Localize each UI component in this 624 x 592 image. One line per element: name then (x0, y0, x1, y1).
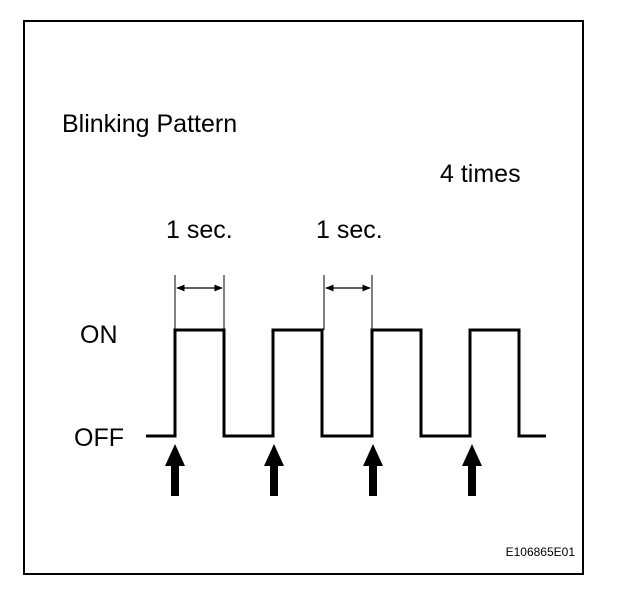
interval-marker-2 (323, 275, 373, 330)
figure-frame (23, 20, 584, 575)
pulse-start-arrow-1 (165, 444, 185, 496)
diagram-title: Blinking Pattern (62, 110, 237, 138)
on-label: ON (80, 321, 118, 349)
count-label: 4 times (440, 160, 521, 188)
figure-code: E106865E01 (506, 545, 576, 559)
pulse-start-arrow-3 (363, 444, 383, 496)
pulse-start-arrow-4 (462, 444, 482, 496)
interval-marker-1 (174, 275, 225, 330)
off-label: OFF (74, 424, 124, 452)
interval-label-1: 1 sec. (166, 216, 233, 244)
interval-label-2: 1 sec. (316, 216, 383, 244)
pulse-start-arrow-2 (264, 444, 284, 496)
blink-waveform (146, 328, 546, 438)
